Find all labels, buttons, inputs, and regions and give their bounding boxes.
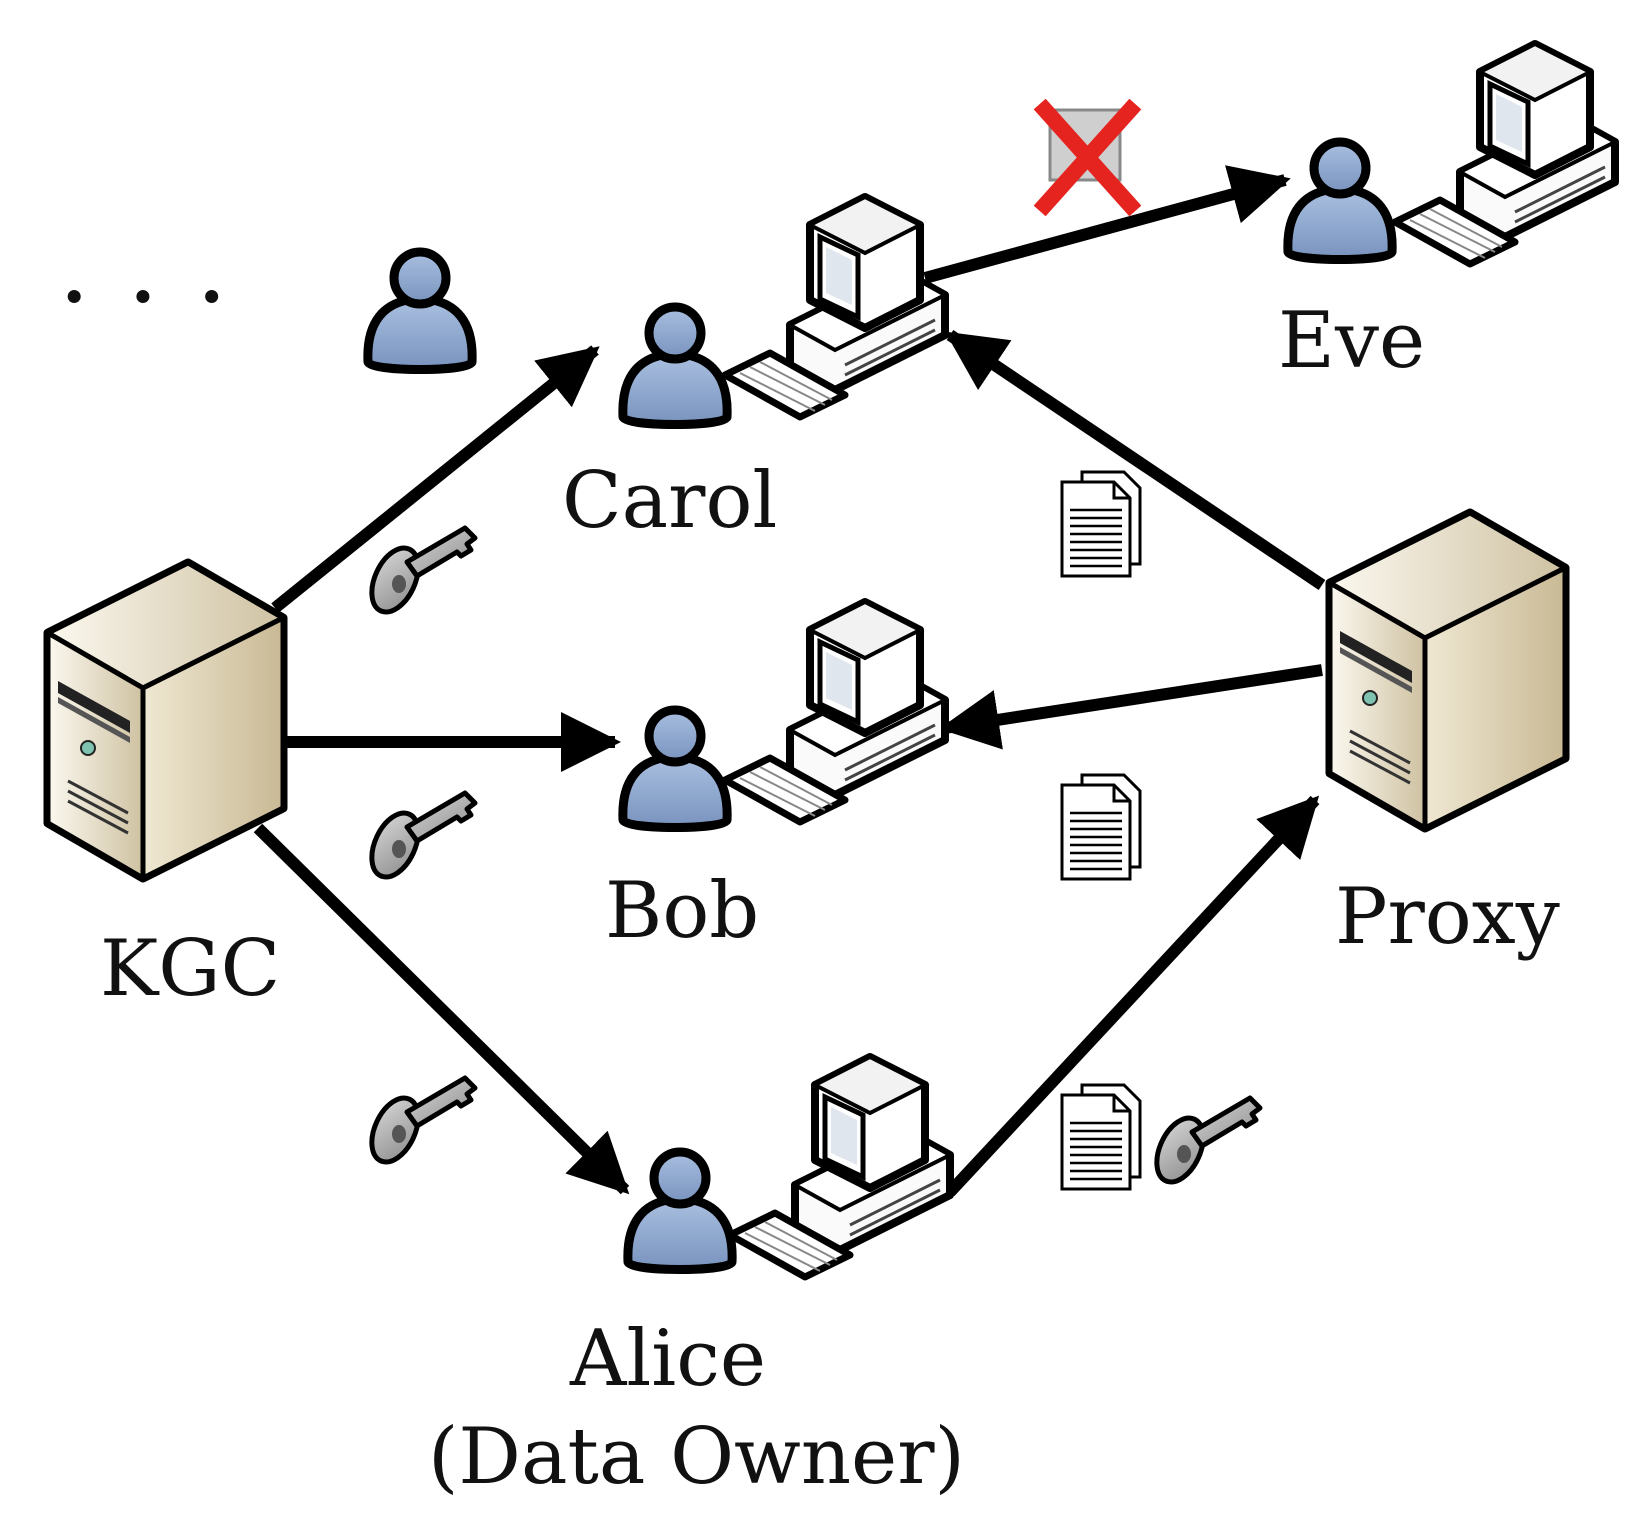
alice-label: Alice [570,1314,767,1404]
eve-label: Eve [1278,296,1426,386]
document-icon [1060,470,1142,578]
other-user-person-icon [368,252,472,370]
bob-computer-icon [725,602,945,822]
key-icon [363,1078,475,1169]
key-icon [1148,1098,1260,1189]
arrows [253,165,1326,1197]
eve-computer-icon [1395,44,1615,264]
arrow-proxy-bob [939,664,1323,750]
arrow-kgc-carol [271,345,600,613]
ellipsis-label: · · · [62,255,234,338]
carol-person-icon [623,307,727,425]
bob-label: Bob [605,866,760,956]
blocked-x-icon [1033,98,1142,217]
key-icon [363,793,475,884]
kgc-server-icon [48,563,283,878]
arrow-carol-eve [923,165,1291,284]
eve-person-icon [1288,142,1392,260]
alice-sublabel: (Data Owner) [428,1412,965,1502]
kgc-label: KGC [100,924,281,1014]
key-icon [363,528,475,619]
bob-person-icon [623,710,727,828]
alice-computer-icon [730,1057,950,1277]
proxy-server-icon [1330,513,1565,828]
alice-person-icon [628,1152,732,1270]
arrow-proxy-carol [945,330,1326,590]
arrow-kgc-alice [253,823,630,1195]
document-icon [1060,773,1142,881]
proxy-label: Proxy [1335,872,1560,962]
carol-computer-icon [725,197,945,417]
carol-label: Carol [562,456,778,546]
document-icon [1060,1083,1142,1191]
arrow-alice-proxy [945,795,1320,1197]
